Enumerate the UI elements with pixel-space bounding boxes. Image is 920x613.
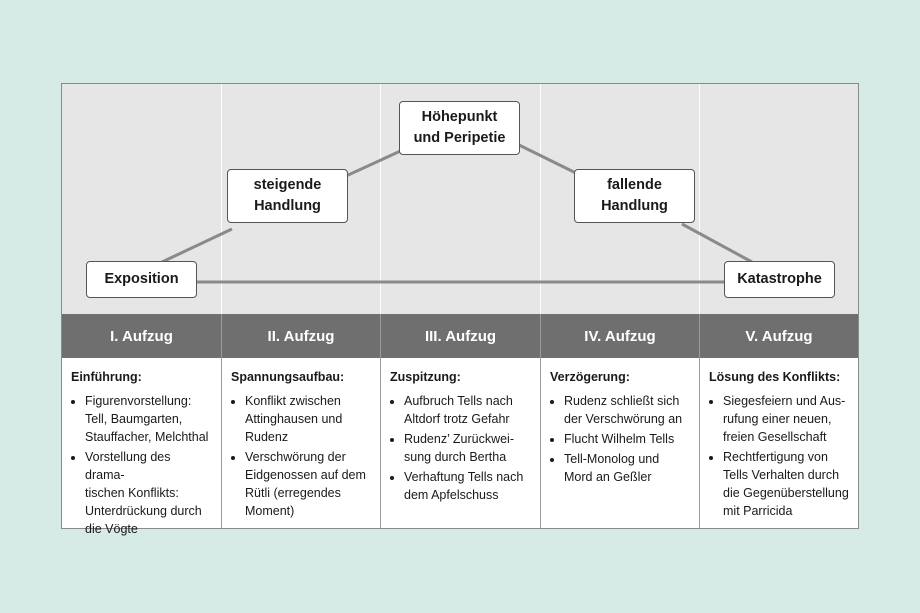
act-2-list: Konflikt zwischen Attinghausen und Ruden… (231, 392, 372, 520)
rising-line-lower (161, 227, 233, 264)
act-3-content: Zuspitzung: Aufbruch Tells nach Altdorf … (381, 358, 540, 528)
list-item: Rechtfertigung von Tells Verhalten durch… (723, 448, 850, 520)
falling-action-box: fallende Handlung (574, 169, 695, 223)
act-5-content: Lösung des Konflikts: Siegesfeiern und A… (700, 358, 858, 528)
act-4-title: Verzögerung: (550, 370, 630, 384)
list-item: Konflikt zwischen Attinghausen und Ruden… (245, 392, 372, 446)
list-item: Siegesfeiern und Aus- rufung einer neuen… (723, 392, 850, 446)
catastrophe-box: Katastrophe (724, 261, 835, 298)
act-1-header: I. Aufzug (62, 314, 221, 358)
list-item: Vorstellung des drama- tischen Konflikts… (85, 448, 213, 538)
act-2-title: Spannungsaufbau: (231, 370, 345, 384)
falling-line-lower (681, 222, 753, 264)
list-item: Rudenz schließt sich der Verschwörung an (564, 392, 691, 428)
drama-structure-diagram: Exposition steigende Handlung Höhepunkt … (61, 83, 859, 536)
list-item: Flucht Wilhelm Tells (564, 430, 691, 448)
act-1-list: Figurenvorstellung: Tell, Baumgarten, St… (71, 392, 213, 538)
act-4-content: Verzögerung: Rudenz schließt sich der Ve… (541, 358, 699, 528)
column-divider (380, 314, 381, 528)
column-divider (699, 84, 700, 528)
column-divider (380, 84, 381, 528)
column-divider (540, 314, 541, 528)
list-item: Verhaftung Tells nach dem Apfelschuss (404, 468, 532, 504)
act-5-header: V. Aufzug (700, 314, 858, 358)
falling-line-upper (516, 142, 583, 178)
act-1-content: Einführung: Figurenvorstellung: Tell, Ba… (62, 358, 221, 536)
exposition-box: Exposition (86, 261, 197, 298)
list-item: Tell-Monolog und Mord an Geßler (564, 450, 691, 486)
list-item: Rudenz’ Zurückwei- sung durch Bertha (404, 430, 532, 466)
list-item: Verschwörung der Eidgenossen auf dem Rüt… (245, 448, 372, 520)
act-5-list: Siegesfeiern und Aus- rufung einer neuen… (709, 392, 850, 520)
act-3-list: Aufbruch Tells nach Altdorf trotz Gefahr… (390, 392, 532, 504)
act-4-header: IV. Aufzug (541, 314, 699, 358)
column-divider (540, 84, 541, 528)
list-item: Figurenvorstellung: Tell, Baumgarten, St… (85, 392, 213, 446)
list-item: Aufbruch Tells nach Altdorf trotz Gefahr (404, 392, 532, 428)
act-1-title: Einführung: (71, 370, 142, 384)
act-3-title: Zuspitzung: (390, 370, 461, 384)
rising-action-box: steigende Handlung (227, 169, 348, 223)
act-2-content: Spannungsaufbau: Konflikt zwischen Attin… (222, 358, 380, 528)
act-3-header: III. Aufzug (381, 314, 540, 358)
column-divider (699, 314, 700, 528)
column-divider (221, 84, 222, 528)
act-5-title: Lösung des Konflikts: (709, 370, 841, 384)
climax-box: Höhepunkt und Peripetie (399, 101, 520, 155)
act-2-header: II. Aufzug (222, 314, 380, 358)
act-4-list: Rudenz schließt sich der Verschwörung an… (550, 392, 691, 486)
column-divider (221, 314, 222, 528)
